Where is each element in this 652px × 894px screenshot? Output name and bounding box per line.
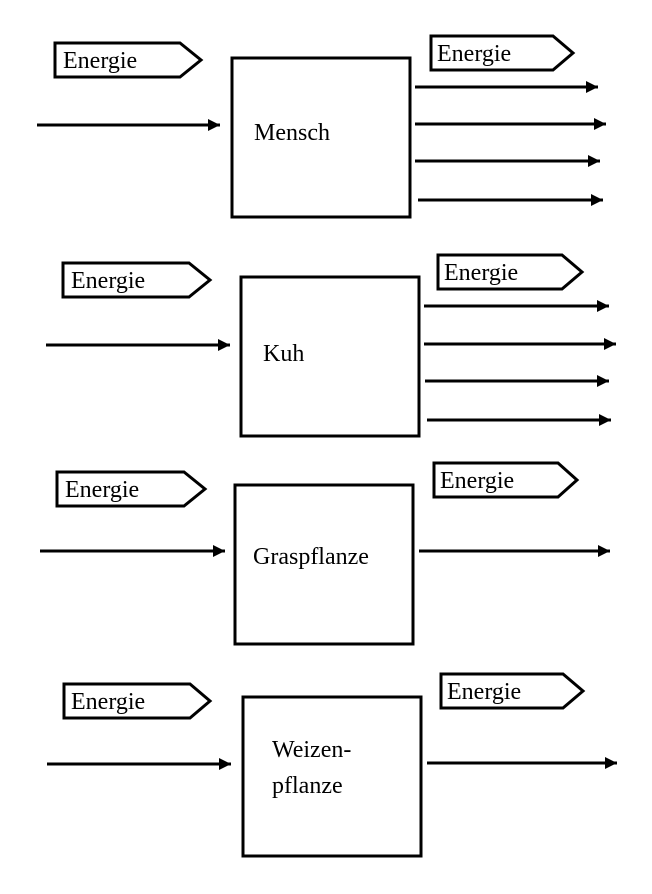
tag-shape bbox=[53, 41, 204, 79]
block-weizenpflanze: Energie Weizen- pflanze Energie bbox=[47, 672, 617, 858]
tag-label: Energie bbox=[444, 260, 518, 286]
output-energy-tag: Energie bbox=[436, 253, 585, 291]
box-label: Kuh bbox=[263, 341, 304, 367]
tag-shape bbox=[62, 682, 213, 720]
process-box bbox=[239, 275, 421, 438]
tag-label: Energie bbox=[65, 477, 139, 503]
block-kuh: Energie Kuh Energie bbox=[46, 253, 616, 438]
input-energy-tag: Energie bbox=[61, 261, 213, 299]
block-graspflanze: Energie Graspflanze Energie bbox=[40, 461, 610, 646]
tag-shape bbox=[436, 253, 585, 291]
tag-label: Energie bbox=[63, 48, 137, 74]
box-label-line: Weizen- bbox=[272, 737, 351, 763]
tag-label: Energie bbox=[437, 41, 511, 67]
tag-shape bbox=[429, 34, 576, 72]
tag-label: Energie bbox=[71, 268, 145, 294]
box-label: Weizen- pflanze bbox=[272, 737, 357, 799]
process-box bbox=[241, 695, 423, 858]
box-label-line: pflanze bbox=[272, 773, 343, 799]
box-label-line: Mensch bbox=[254, 120, 330, 146]
input-energy-tag: Energie bbox=[53, 41, 204, 79]
process-box bbox=[233, 483, 415, 646]
tag-shape bbox=[55, 470, 208, 508]
tag-shape bbox=[432, 461, 580, 499]
tag-shape bbox=[61, 261, 213, 299]
box-label: Mensch bbox=[254, 120, 330, 146]
input-energy-tag: Energie bbox=[62, 682, 213, 720]
box-label: Graspflanze bbox=[253, 544, 369, 570]
block-mensch: Energie Mensch Energie bbox=[37, 34, 606, 219]
tag-shape bbox=[439, 672, 586, 710]
output-energy-tag: Energie bbox=[429, 34, 576, 72]
input-energy-tag: Energie bbox=[55, 470, 208, 508]
tag-label: Energie bbox=[71, 689, 145, 715]
output-energy-tag: Energie bbox=[439, 672, 586, 710]
box-label-line: Kuh bbox=[263, 341, 304, 367]
output-energy-tag: Energie bbox=[432, 461, 580, 499]
box-label-line: Graspflanze bbox=[253, 544, 369, 570]
process-box bbox=[230, 56, 412, 219]
tag-label: Energie bbox=[447, 679, 521, 705]
tag-label: Energie bbox=[440, 468, 514, 494]
